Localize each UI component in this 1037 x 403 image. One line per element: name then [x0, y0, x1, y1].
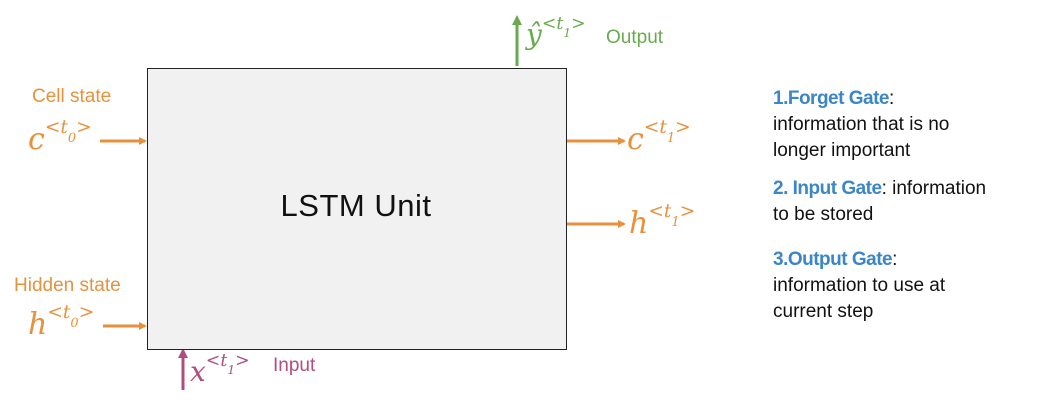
input-gate-title: 2. Input Gate: [773, 178, 882, 199]
output-math: ŷ<t1>: [526, 14, 586, 51]
lstm-unit-box: [147, 68, 567, 350]
cell-state-label: Cell state: [32, 86, 112, 107]
input-math: x<t1>: [190, 351, 250, 388]
input-label: Input: [273, 355, 316, 376]
hidden-state-output-math: h<t1>: [629, 201, 696, 241]
forget-gate-title: 1.Forget Gate: [773, 88, 889, 109]
output-gate-description: 3.Output Gate: information to use at cur…: [773, 249, 946, 322]
hidden-state-input-math: h<t0>: [28, 302, 95, 342]
lstm-unit-title: LSTM Unit: [280, 188, 432, 223]
output-gate-title: 3.Output Gate: [773, 249, 893, 270]
cell-state-input-math: c<t0>: [28, 117, 92, 157]
hidden-state-label: Hidden state: [14, 275, 121, 296]
cell-state-output-math: c<t1>: [627, 117, 691, 157]
input-gate-description: 2. Input Gate: information to be stored: [773, 178, 987, 225]
output-label: Output: [606, 27, 664, 48]
forget-gate-description: 1.Forget Gate: information that is no lo…: [773, 88, 950, 161]
